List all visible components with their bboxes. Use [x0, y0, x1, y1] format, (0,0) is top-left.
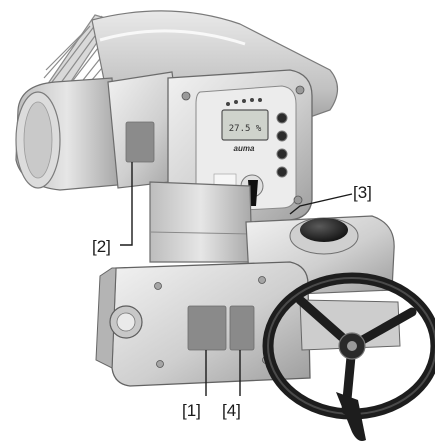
left-cover: [15, 77, 119, 191]
handwheel-grip: [336, 392, 366, 441]
cap: [300, 218, 348, 242]
label-patch-4: [229, 305, 255, 351]
callout-label-4: [4]: [222, 401, 241, 420]
callout-label-3: [3]: [353, 183, 372, 202]
callout-label-2: [2]: [92, 237, 111, 256]
brand-logo: auma: [234, 144, 255, 153]
push-buttons: [276, 112, 288, 178]
display-value: 27.5 %: [229, 124, 262, 134]
leader-lines: [120, 162, 353, 396]
gearbox: [95, 261, 382, 387]
indicator-lights: [226, 98, 262, 106]
handwheel: [262, 272, 435, 441]
lcd-display: [221, 109, 269, 141]
leader-2: [120, 162, 133, 246]
side-terminal-block: [107, 71, 187, 189]
neck: [149, 181, 253, 263]
callout-label-1: [1]: [182, 401, 201, 420]
label-patch-1: [187, 305, 227, 351]
leader-3: [289, 193, 353, 215]
label-patch-2: [125, 121, 155, 163]
